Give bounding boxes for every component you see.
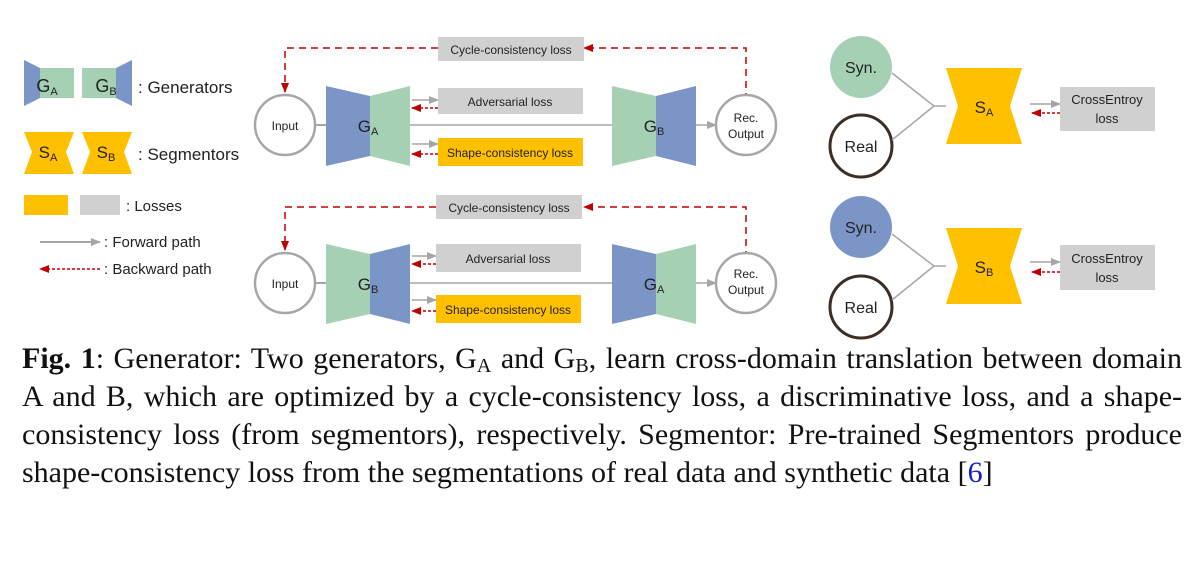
bottom-shape-loss-box	[436, 295, 581, 323]
legend-gray-loss-swatch	[80, 195, 120, 215]
seg-b-loss-label-line1: CrossEntroy	[1071, 251, 1143, 266]
caption-ref-open: [	[957, 456, 968, 489]
bottom-input-label: Input	[272, 277, 299, 291]
seg-a-real-node	[828, 113, 894, 179]
bottom-cycle-loss-return-arrow	[583, 203, 747, 258]
citation-link[interactable]: 6	[967, 456, 983, 489]
seg-b-syn-label: Syn.	[845, 220, 877, 237]
legend-forward-text: : Forward path	[104, 234, 201, 251]
caption-text-1: : Generator: Two generators, G	[95, 342, 477, 375]
seg-a-syn-label: Syn.	[845, 60, 877, 77]
legend-segmentors-text: : Segmentors	[138, 145, 239, 164]
bottom-rec-output-node	[714, 251, 778, 315]
seg-b-real-node	[828, 274, 894, 340]
caption-text-2: and G	[491, 342, 576, 375]
caption-sub-a: A	[476, 355, 492, 377]
bottom-gen2-right	[656, 244, 696, 324]
top-adv-loss-label: Adversarial loss	[468, 95, 553, 109]
bottom-gen2-label: GA	[644, 275, 665, 296]
legend-generator-a-icon: GA	[24, 60, 74, 106]
seg-b-segmentor-label: SB	[975, 258, 994, 279]
bottom-rec-label: Rec.	[734, 267, 759, 281]
bottom-gen1-label: GB	[358, 275, 379, 296]
diagram: GA GB : Generators SA SB : Segmentors : …	[24, 36, 1155, 340]
seg-a-syn-node	[830, 36, 892, 98]
seg-a-segmentor-shape	[946, 68, 1022, 144]
top-gen1-left	[326, 86, 370, 166]
segmentor-a-panel: Syn. Real SA CrossEntroy loss	[828, 36, 1155, 179]
top-input-label: Input	[272, 119, 299, 133]
bottom-cycle: Cycle-consistency loss Input GB Adversar…	[253, 195, 778, 324]
legend-gb-label: GB	[95, 76, 116, 98]
bottom-cycle-loss-input-arrow	[281, 206, 436, 251]
top-rec-output-node	[714, 93, 778, 157]
top-input-node	[253, 93, 317, 157]
top-cycle: Cycle-consistency loss Input GA Adversar…	[253, 37, 778, 166]
legend-sa-label: SA	[39, 143, 58, 164]
top-gen2-label: GB	[644, 117, 665, 138]
figure-caption: Fig. 1: Generator: Two generators, GA an…	[22, 340, 1182, 492]
top-cycle-loss-return-arrow	[583, 44, 747, 100]
legend-segmentor-b-icon: SB	[82, 132, 132, 174]
legend: GA GB : Generators SA SB : Segmentors : …	[24, 60, 239, 278]
legend-generators-text: : Generators	[138, 78, 233, 97]
legend-generator-b-icon: GB	[82, 60, 132, 106]
bottom-input-node	[253, 251, 317, 315]
top-cycle-loss-label: Cycle-consistency loss	[450, 43, 571, 57]
seg-b-input-lines	[891, 233, 936, 301]
seg-b-loss-box	[1060, 245, 1155, 290]
top-gen1-right	[370, 86, 410, 166]
segmentor-b-panel: Syn. Real SB CrossEntroy loss	[828, 196, 1155, 340]
top-adv-loss-box	[438, 88, 583, 114]
caption-ref-close: ]	[982, 456, 993, 489]
legend-ga-label: GA	[36, 76, 58, 98]
top-shape-loss-label: Shape-consistency loss	[447, 146, 573, 160]
top-shape-loss-box	[438, 138, 583, 166]
figure-label: Fig. 1	[22, 342, 96, 375]
legend-losses-text: : Losses	[126, 198, 182, 215]
bottom-gen1-right	[370, 244, 410, 324]
seg-a-loss-box	[1060, 87, 1155, 131]
top-gen1-label: GA	[358, 117, 379, 138]
caption-sub-b: B	[575, 355, 589, 377]
top-cycle-loss-input-arrow	[281, 47, 438, 93]
top-output-label: Output	[728, 127, 765, 141]
caption-text-3: , learn cross-domain translation between…	[22, 342, 1182, 489]
seg-a-loss-label-line1: CrossEntroy	[1071, 92, 1143, 107]
bottom-cycle-loss-label: Cycle-consistency loss	[448, 201, 569, 215]
top-gen2-left	[612, 86, 656, 166]
bottom-cycle-loss-box	[436, 195, 582, 219]
legend-backward-text: : Backward path	[104, 261, 212, 278]
seg-b-loss-label-line2: loss	[1095, 270, 1119, 285]
seg-a-segmentor-label: SA	[975, 98, 994, 119]
legend-yellow-loss-swatch	[24, 195, 68, 215]
bottom-output-label: Output	[728, 283, 765, 297]
seg-b-segmentor-shape	[946, 228, 1022, 304]
seg-b-real-label: Real	[845, 300, 878, 317]
bottom-adv-loss-box	[436, 244, 581, 272]
seg-a-input-lines	[891, 72, 936, 141]
top-cycle-loss-box	[438, 37, 584, 61]
bottom-gen1-left	[326, 244, 370, 324]
seg-a-loss-label-line2: loss	[1095, 111, 1119, 126]
legend-sb-label: SB	[97, 143, 116, 164]
seg-b-syn-node	[830, 196, 892, 258]
bottom-adv-loss-label: Adversarial loss	[466, 252, 551, 266]
bottom-gen2-left	[612, 244, 656, 324]
seg-a-real-label: Real	[845, 139, 878, 156]
legend-segmentor-a-icon: SA	[24, 132, 74, 174]
top-rec-label: Rec.	[734, 111, 759, 125]
top-gen2-right	[656, 86, 696, 166]
bottom-shape-loss-label: Shape-consistency loss	[445, 303, 571, 317]
